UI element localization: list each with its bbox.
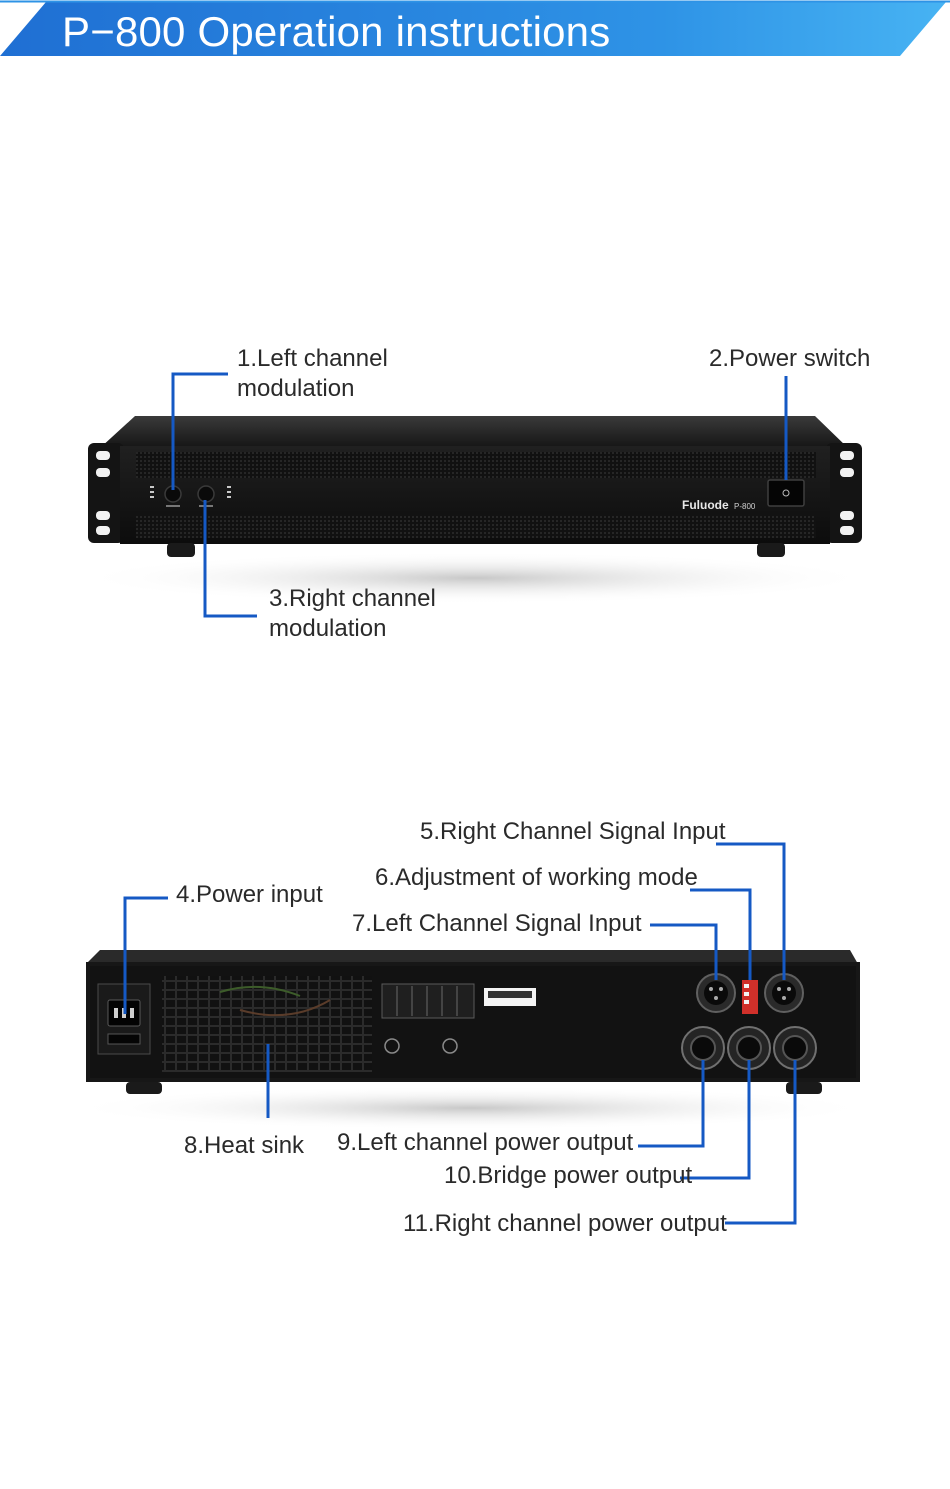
power-inlet[interactable] [97, 983, 151, 1055]
right-channel-signal-input[interactable] [764, 973, 804, 1013]
power-switch[interactable] [767, 479, 805, 507]
left-channel-signal-input[interactable] [696, 973, 736, 1013]
callout-4-label: 4.Power input [176, 881, 323, 908]
callout-8-label: 8.Heat sink [184, 1132, 305, 1159]
callout-1-label: 1.Left channel modulation [237, 345, 388, 402]
heat-sink-grille [162, 976, 372, 1072]
callout-2-label: 2.Power switch [709, 345, 871, 372]
brand-logo: Fuluode [682, 498, 729, 512]
rack-ear-left [88, 443, 124, 543]
left-channel-power-output[interactable] [681, 1026, 725, 1070]
working-mode-switch[interactable] [742, 980, 758, 1014]
callout-5-label: 5.Right Channel Signal Input [420, 818, 726, 845]
callout-3-label: 3.Right channel modulation [269, 585, 436, 642]
callout-9-label: 9.Left channel power output [337, 1129, 634, 1156]
callout-10-label: 10.Bridge power output [444, 1162, 693, 1189]
rear-label-blocks [381, 983, 475, 1054]
callout-11-label: 11.Right channel power output [403, 1210, 727, 1237]
indicator-leds [150, 486, 231, 498]
callout-6-label: 6.Adjustment of working mode [375, 864, 698, 891]
page-title: P−800 Operation instructions [62, 8, 611, 55]
barcode-sticker [484, 988, 536, 1006]
header-banner [0, 0, 950, 56]
rack-ear-right [826, 443, 862, 543]
callout-7-label: 7.Left Channel Signal Input [352, 910, 642, 937]
bridge-power-output[interactable] [727, 1026, 771, 1070]
model-logo: P-800 [734, 502, 756, 511]
right-channel-power-output[interactable] [773, 1026, 817, 1070]
